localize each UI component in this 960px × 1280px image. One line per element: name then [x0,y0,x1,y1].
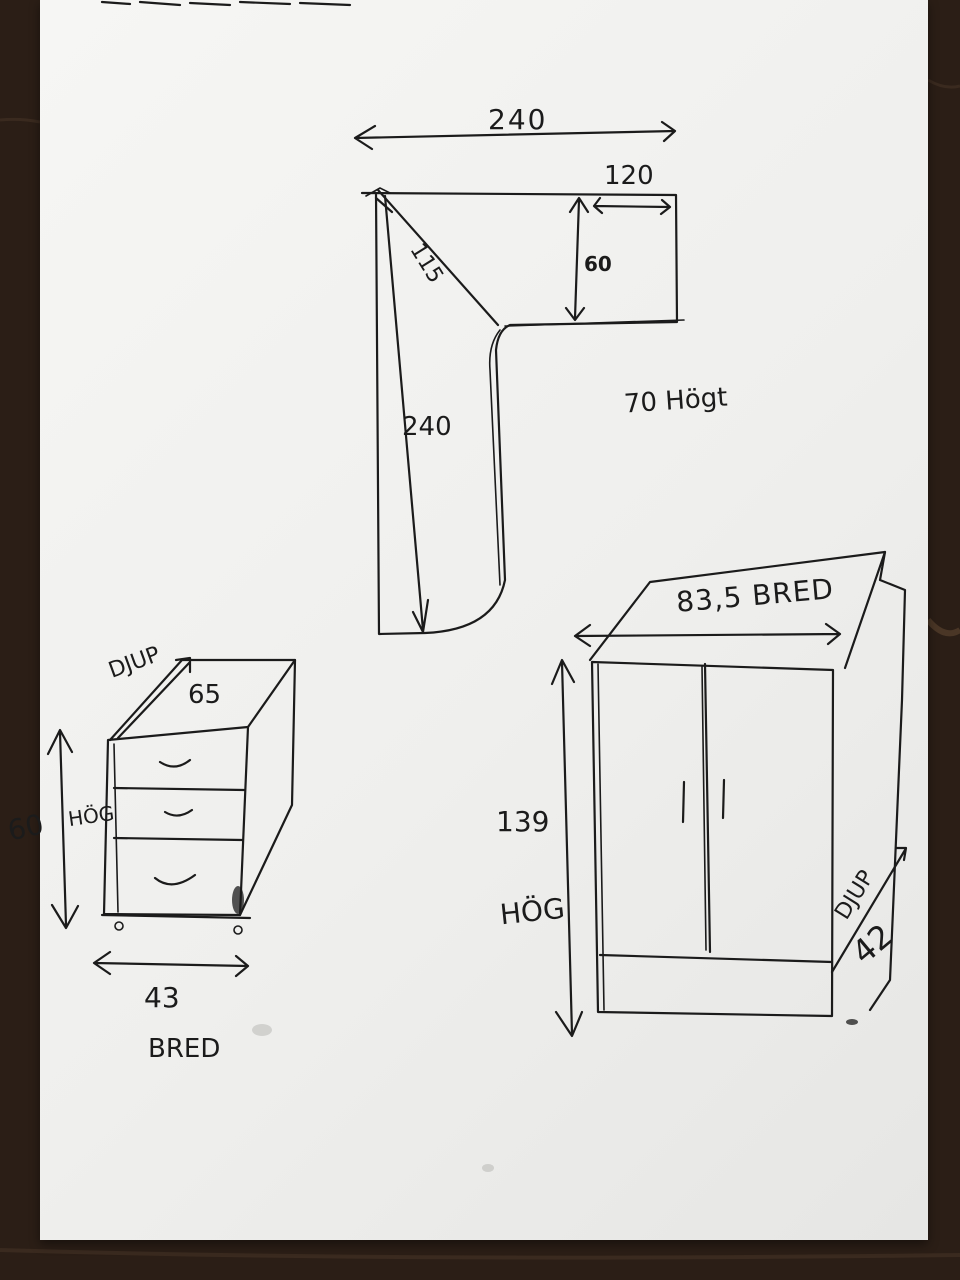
cabinet-height-word: HÖG [498,891,567,932]
drawer-separator [112,786,246,792]
left-length-arrow [383,194,430,634]
height-note-label: 70 Högt [623,382,729,420]
cabinet-depth-arrow [830,846,908,974]
drawer-width-arrow [92,950,250,978]
drawer-width-word: BRED [148,1034,221,1064]
drawer-depth-value: 65 [188,680,222,710]
wheel-icon [114,921,124,931]
drawer-unit-top [108,658,297,742]
cabinet-bottom-shelf [598,953,834,964]
paper-sheet [40,0,928,1240]
diagonal-line [374,188,500,327]
left-length-label: 240 [402,412,452,442]
drawer-height-arrow [46,728,80,930]
cabinet-drawing [550,550,908,1038]
drawer-unit-drawing [46,656,297,978]
drawer-handle [158,758,192,768]
header-scribble [100,0,352,7]
door-handle [721,778,726,820]
right-wing-width-arrow [592,196,672,216]
drawer-separator [112,836,244,842]
drawer-handle [163,808,194,817]
depth-label: 60 [584,252,612,276]
door-handle [681,780,686,824]
drawer-unit-front [102,725,250,917]
overall-width-label: 240 [488,103,548,136]
cabinet-width-arrow [573,622,842,648]
drawer-width-value: 43 [144,981,180,1014]
l-shaped-desk-drawing [353,120,685,636]
wheel-icon [233,925,243,935]
drawer-handle [153,873,197,886]
right-wing-width-label: 120 [604,161,654,191]
overall-width-arrow [353,120,677,151]
cabinet-height-arrow [550,658,584,1038]
cabinet-top [588,550,887,670]
drawer-height-value: 60 [4,807,47,848]
cabinet-front [590,660,835,1018]
cabinet-height-value: 139 [496,805,550,838]
drawer-unit-side [238,658,297,917]
cabinet-door-split [703,662,712,954]
depth-arrow [564,196,590,322]
drawer-depth-arrow [116,656,192,740]
drawer-height-word: HÖG [66,800,116,832]
